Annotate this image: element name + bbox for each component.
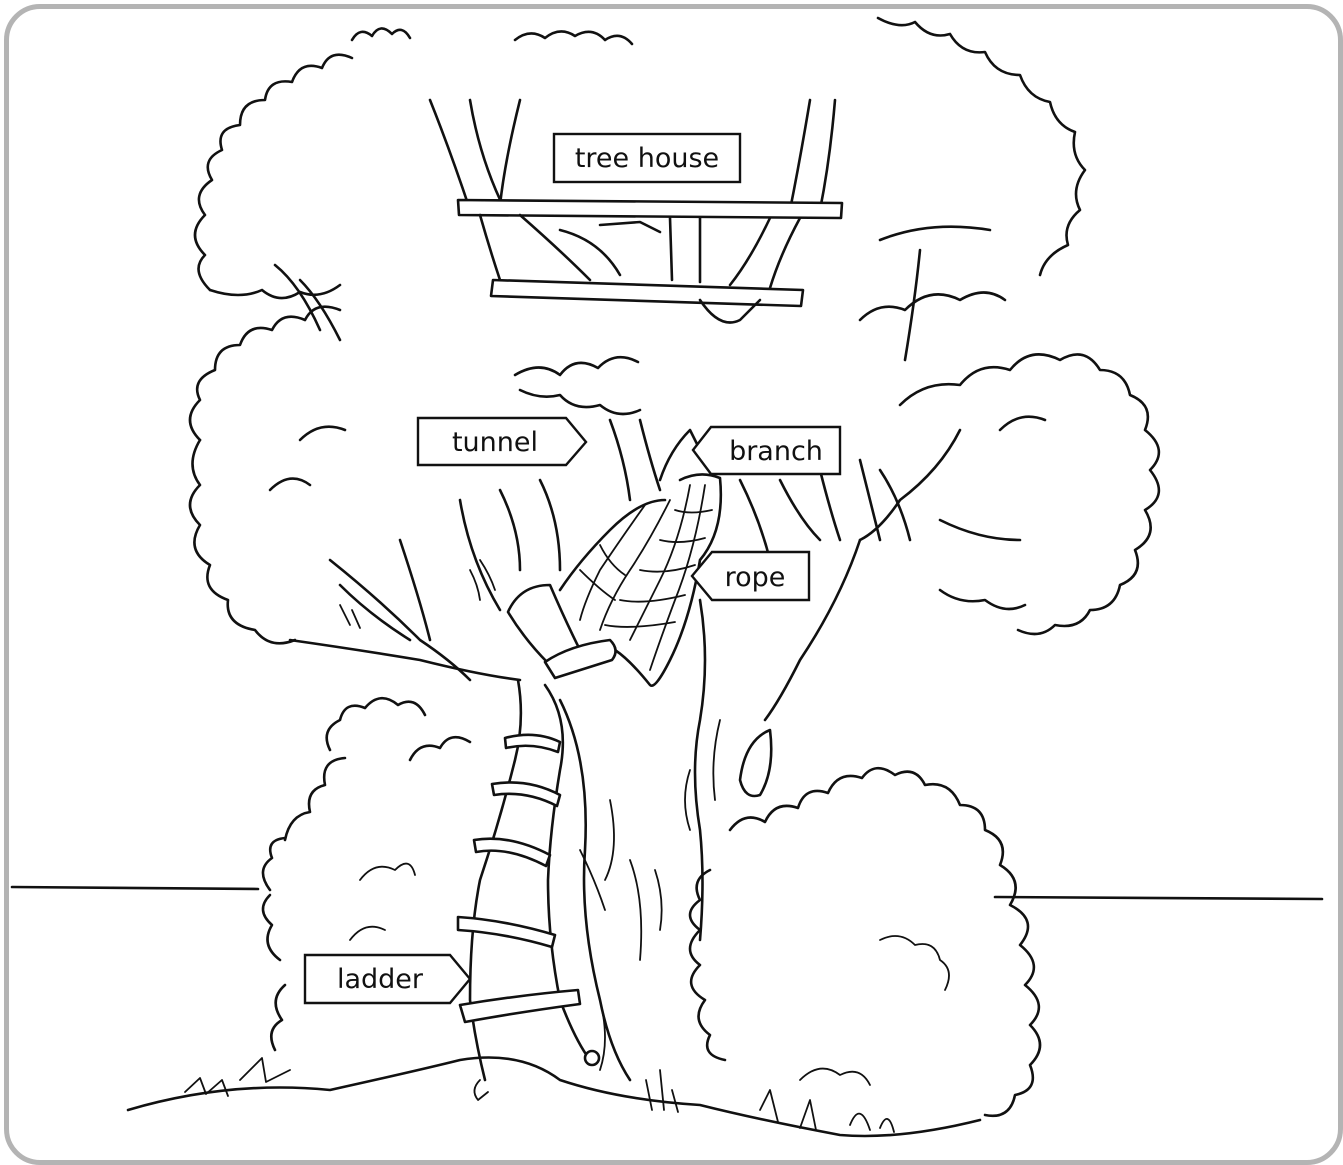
label-tree-house-text: tree house xyxy=(575,143,719,174)
ground-line xyxy=(128,1058,980,1137)
illustration-frame: tree house tunnel branch rope ladder xyxy=(4,4,1343,1165)
label-ladder-text: ladder xyxy=(337,964,424,995)
right-bush xyxy=(690,768,1040,1116)
tunnel xyxy=(508,585,616,678)
label-rope-text: rope xyxy=(725,562,786,593)
label-tunnel-text: tunnel xyxy=(452,427,538,458)
tree-house-illustration: tree house tunnel branch rope ladder xyxy=(9,9,1338,1160)
horizon-lines xyxy=(12,887,1322,899)
label-branch: branch xyxy=(693,427,840,474)
middle-canopy xyxy=(190,293,1159,644)
tree-house-structure xyxy=(458,200,842,323)
label-rope: rope xyxy=(692,552,809,600)
label-tree-house: tree house xyxy=(554,134,740,182)
rope-ladder xyxy=(458,680,599,1100)
label-branch-text: branch xyxy=(729,436,823,467)
label-ladder: ladder xyxy=(305,955,470,1003)
label-tunnel: tunnel xyxy=(418,418,586,465)
